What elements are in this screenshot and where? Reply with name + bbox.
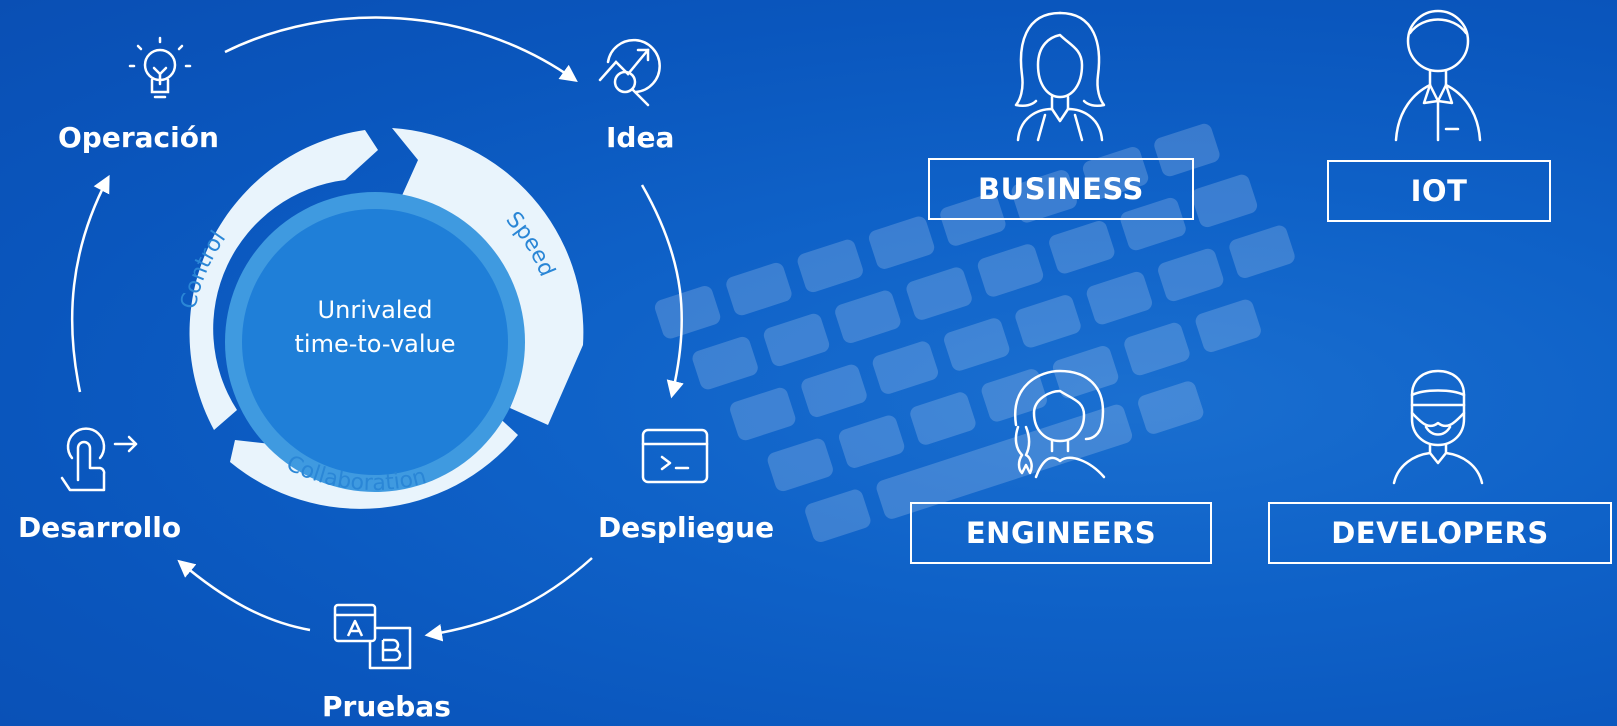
woman-avatar-icon — [1014, 11, 1106, 142]
trend-search-icon — [598, 38, 661, 107]
role-box-iot: IOT — [1327, 160, 1551, 222]
cycle-diagram: Speed Control Collaboration Unrivaled ti… — [60, 16, 709, 670]
arrow-despliegue-to-pruebas — [424, 557, 593, 642]
role-box-developers: DEVELOPERS — [1268, 502, 1612, 564]
ab-test-icon — [333, 603, 412, 670]
terminal-icon — [641, 428, 709, 484]
role-box-engineers: ENGINEERS — [910, 502, 1212, 564]
center-disc — [242, 209, 508, 475]
ring-segment-collaboration — [230, 400, 518, 509]
stage-label-pruebas: Pruebas — [322, 690, 451, 723]
developer-avatar-icon — [1392, 369, 1484, 485]
arrow-operacion-to-idea — [224, 16, 578, 83]
man-avatar-icon — [1394, 9, 1482, 142]
stage-label-despliegue: Despliegue — [598, 511, 775, 544]
stage-label-desarrollo: Desarrollo — [18, 511, 182, 544]
ring-segment-control — [189, 130, 378, 430]
arrow-desarrollo-to-operacion — [70, 174, 110, 393]
stage-label-operacion: Operación — [58, 121, 219, 154]
lightbulb-icon — [128, 36, 192, 99]
arrow-pruebas-to-desarrollo — [177, 559, 311, 632]
center-text-line1: Unrivaled — [318, 296, 433, 324]
arrow-idea-to-despliegue — [640, 184, 684, 399]
role-box-business: BUSINESS — [928, 158, 1194, 220]
center-text-line2: time-to-value — [295, 330, 456, 358]
engineer-avatar-icon — [1013, 369, 1106, 479]
ring-segment-speed — [392, 128, 584, 425]
touch-pointer-icon — [60, 427, 138, 492]
stage-label-idea: Idea — [606, 121, 675, 154]
